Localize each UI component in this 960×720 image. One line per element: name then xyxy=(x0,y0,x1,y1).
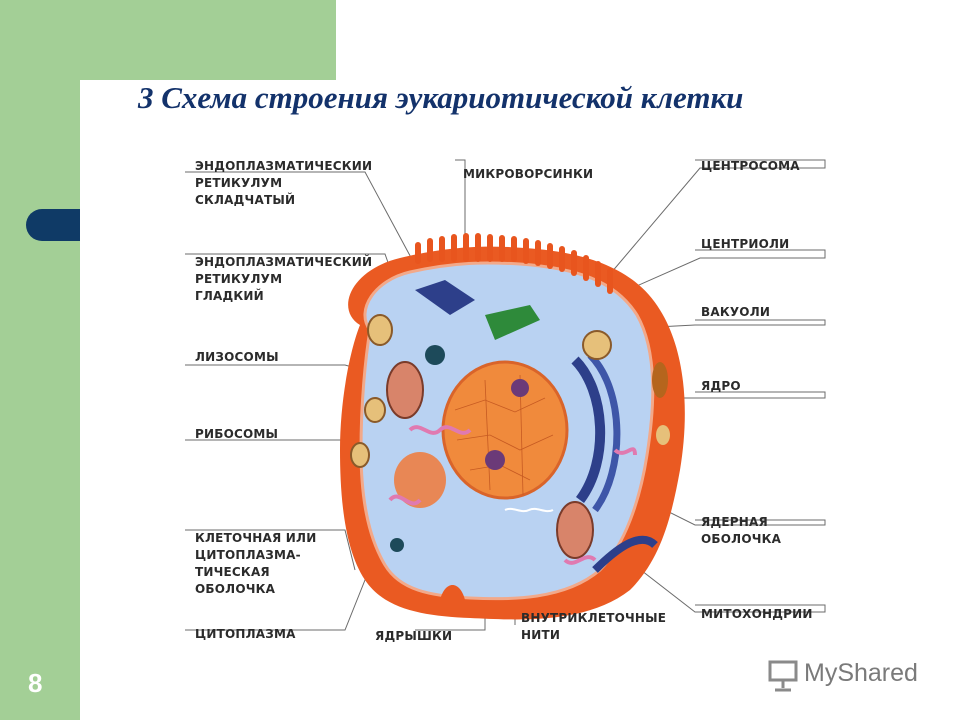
cell-diagram: ЭНДОПЛАЗМАТИЧЕСКИИ РЕТИКУЛУМ СКЛАДЧАТЫЙ … xyxy=(185,150,835,660)
nucleolus-2 xyxy=(485,450,505,470)
label-vacuoles: ВАКУОЛИ xyxy=(701,305,771,319)
lysosome xyxy=(367,314,393,346)
slide-tab-marker xyxy=(26,209,86,241)
label-nucleus: ЯДРО xyxy=(701,379,741,393)
cell-illustration xyxy=(185,159,826,631)
filaments xyxy=(504,507,554,513)
nucleus xyxy=(441,360,569,500)
microvilli-fringe xyxy=(415,233,613,294)
rough-er xyxy=(571,356,606,503)
cell-body xyxy=(340,233,685,620)
label-lysosomes: ЛИЗОСОМЫ xyxy=(195,350,279,364)
nucleolus-1 xyxy=(511,379,529,397)
projector-icon xyxy=(768,660,798,692)
label-membrane: КЛЕТОЧНАЯ ИЛИ ЦИТОПЛАЗМА- ТИЧЕСКАЯ ОБОЛО… xyxy=(195,531,317,596)
smooth-er xyxy=(388,425,637,565)
label-er-rough: ЭНДОПЛАЗМАТИЧЕСКИИ РЕТИКУЛУМ СКЛАДЧАТЫЙ xyxy=(195,159,373,207)
label-ribosomes: РИБОСОМЫ xyxy=(195,427,279,441)
label-centrosome: ЦЕНТРОСОМА xyxy=(701,159,800,173)
label-er-smooth: ЭНДОПЛАЗМАТИЧЕСКИЙ РЕТИКУЛУМ ГЛАДКИЙ xyxy=(195,255,373,303)
watermark-text: MyShared xyxy=(804,659,918,687)
mitochondrion xyxy=(386,361,424,419)
vacuole xyxy=(582,330,612,360)
label-nucleoli: ЯДРЫШКИ xyxy=(375,629,453,643)
label-nuclear-envelope: ЯДЕРНАЯ ОБОЛОЧКА xyxy=(701,515,782,546)
label-centrioles: ЦЕНТРИОЛИ xyxy=(701,237,790,251)
label-filaments: ВНУТРИКЛЕТОЧНЫЕ НИТИ xyxy=(521,611,667,642)
label-mitochondria: МИТОХОНДРИИ xyxy=(701,607,813,621)
slide-title: 3 Схема строения эукариотической клетки xyxy=(138,80,744,115)
content-corner xyxy=(80,80,120,120)
page-number: 8 xyxy=(28,668,43,698)
myshared-logo: MyShared xyxy=(766,656,936,696)
label-cytoplasm: ЦИТОПЛАЗМА xyxy=(195,627,296,641)
label-microvilli: МИКРОВОРСИНКИ xyxy=(463,167,594,181)
top-band xyxy=(80,0,336,80)
golgi xyxy=(485,305,540,340)
sidebar-band xyxy=(0,0,80,720)
